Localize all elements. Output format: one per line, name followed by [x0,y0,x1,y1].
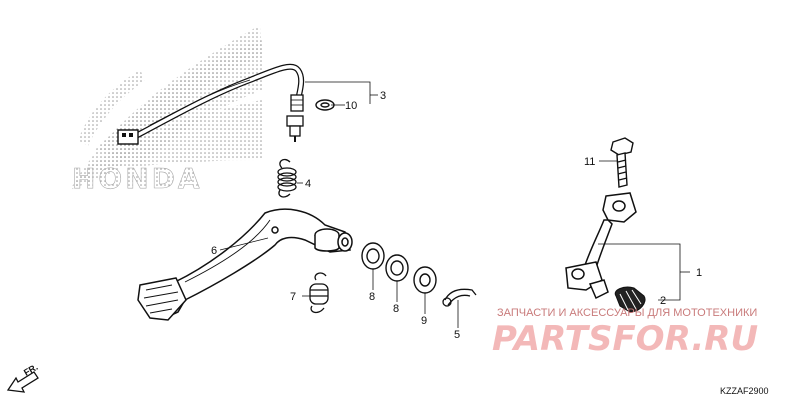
pin-part-5 [442,288,477,307]
washer-part-9 [413,266,437,294]
callout-9: 9 [421,315,427,327]
oil-seal-part-8a [361,242,385,270]
callout-11: 11 [584,156,595,168]
bolt-part-11 [610,137,634,188]
front-direction-arrow: FR. [6,362,40,393]
diagram-code: KZZAF2900 [720,386,769,396]
pedal-rubber-part-2 [614,286,646,313]
callout-6: 6 [211,245,217,257]
watermark-tagline: ЗАПЧАСТИ И АКСЕССУАРЫ ДЛЯ МОТОТЕХНИКИ [497,307,757,319]
gearshift-pedal-part-1 [565,192,637,300]
callout-7: 7 [290,291,296,303]
callout-2: 2 [660,295,666,307]
callout-8a: 8 [369,291,375,303]
honda-wing-watermark: HONDA [70,25,262,195]
return-spring-part-4 [277,158,297,198]
callout-5: 5 [454,329,460,341]
watermark-logo: PARTSFOR.RU [492,319,758,359]
callout-3: 3 [380,90,386,102]
brake-pedal-part-6 [137,208,353,321]
honda-logo-text: HONDA [72,162,203,195]
callout-1: 1 [696,267,702,279]
kick-switch-harness [117,63,305,145]
callout-leaders [219,81,690,328]
callout-10: 10 [345,100,357,112]
callout-4: 4 [305,178,311,190]
callout-8b: 8 [393,303,399,315]
oil-seal-part-8b [385,254,409,282]
spring-part-7 [309,272,329,314]
